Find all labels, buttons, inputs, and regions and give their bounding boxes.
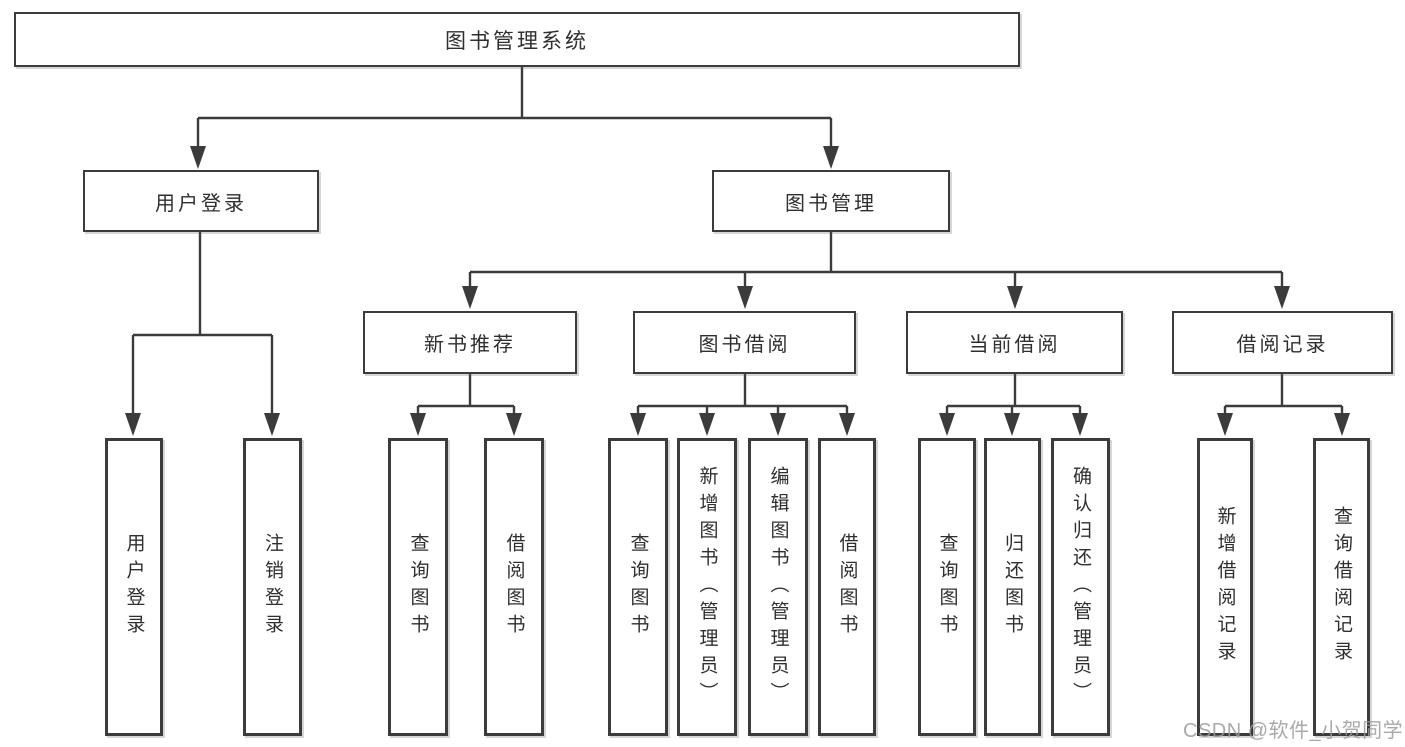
leaf-query-books-2: 查询图书: [608, 438, 668, 736]
connector-borrow-records: [1223, 374, 1344, 418]
leaf-add-borrow-record-label: 新增借阅记录: [1214, 506, 1236, 668]
connector-book-management: [468, 232, 1284, 290]
leaf-logout-label: 注销登录: [262, 533, 283, 641]
leaf-borrow-books-1-label: 借阅图书: [503, 533, 525, 641]
leaf-confirm-return-admin-label: 确认归还（管理员）: [1070, 465, 1091, 709]
leaf-return-book-label: 归还图书: [1002, 533, 1023, 641]
leaf-confirm-return-admin: 确认归还（管理员）: [1051, 438, 1110, 736]
leaf-add-book-admin: 新增图书（管理员）: [677, 438, 737, 736]
node-book-borrow: 图书借阅: [633, 311, 856, 374]
arrowheads-down: [125, 146, 1350, 436]
node-new-book-recommend: 新书推荐: [363, 311, 577, 374]
leaf-query-borrow-record-label: 查询借阅记录: [1331, 506, 1352, 668]
node-library-system: 图书管理系统: [14, 12, 1020, 67]
leaf-query-books-1: 查询图书: [388, 438, 448, 736]
connector-user-login: [131, 232, 274, 418]
leaf-borrow-books-2: 借阅图书: [818, 438, 876, 736]
leaf-query-books-1-label: 查询图书: [407, 533, 429, 641]
leaf-query-books-3-label: 查询图书: [936, 533, 958, 641]
node-user-login: 用户登录: [83, 170, 319, 232]
node-borrow-records: 借阅记录: [1172, 311, 1393, 374]
leaf-add-book-admin-label: 新增图书（管理员）: [696, 465, 718, 709]
leaf-return-book: 归还图书: [984, 438, 1041, 736]
node-current-borrow: 当前借阅: [906, 311, 1123, 374]
leaf-user-login-label: 用户登录: [123, 533, 145, 641]
connector-root: [196, 66, 833, 150]
leaf-edit-book-admin-label: 编辑图书（管理员）: [767, 465, 789, 709]
leaf-edit-book-admin: 编辑图书（管理员）: [748, 438, 808, 736]
leaf-query-books-3: 查询图书: [918, 438, 976, 736]
connector-new-book: [416, 374, 516, 418]
leaf-query-borrow-record: 查询借阅记录: [1313, 438, 1370, 736]
leaf-borrow-books-1: 借阅图书: [484, 438, 544, 736]
leaf-user-login: 用户登录: [105, 438, 163, 736]
connector-current-borrow: [945, 374, 1082, 418]
connector-book-borrow: [636, 374, 849, 418]
leaf-add-borrow-record: 新增借阅记录: [1197, 438, 1253, 736]
leaf-query-books-2-label: 查询图书: [627, 533, 649, 641]
leaf-borrow-books-2-label: 借阅图书: [836, 533, 858, 641]
node-book-management: 图书管理: [712, 170, 950, 232]
leaf-logout: 注销登录: [243, 438, 302, 736]
